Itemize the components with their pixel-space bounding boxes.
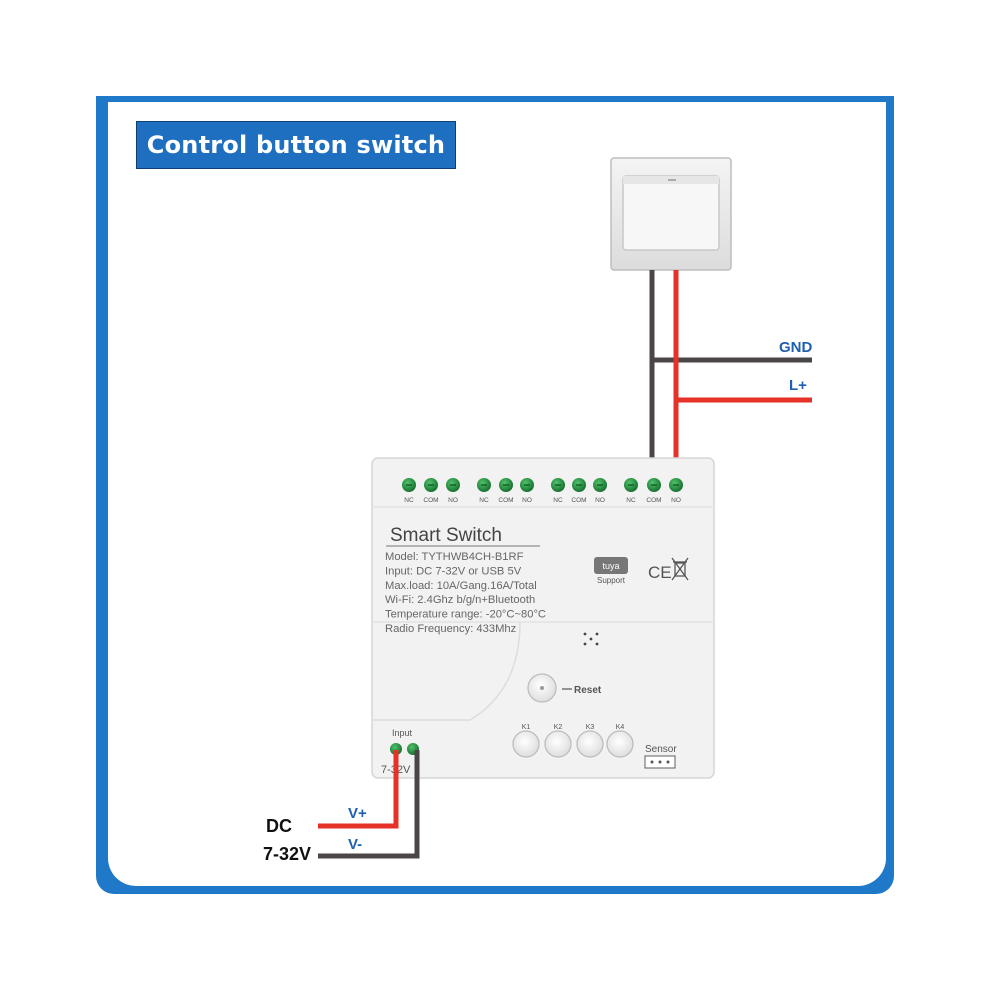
input-label: Input — [392, 728, 413, 738]
smart-switch-module — [371, 457, 715, 779]
relay-button-k1[interactable] — [512, 730, 540, 758]
spec-line: Wi-Fi: 2.4Ghz b/g/n+Bluetooth — [385, 594, 535, 606]
relay-button-k3[interactable] — [576, 730, 604, 758]
terminal-label: COM — [646, 497, 661, 504]
terminal-label: NO — [448, 497, 458, 504]
terminal-label: COM — [423, 497, 438, 504]
relay-button-k2[interactable] — [544, 730, 572, 758]
terminal-label: NO — [595, 497, 605, 504]
relay-terminals: NC COM NO NC COM NO NC COM NO NC COM NO — [402, 478, 683, 504]
vminus-label: V- — [348, 836, 362, 853]
tuya-logo: tuya — [602, 561, 619, 571]
terminal-label: COM — [571, 497, 586, 504]
terminal-label: COM — [498, 497, 513, 504]
dc-label: DC — [266, 816, 292, 836]
lplus-label: L+ — [789, 377, 807, 394]
relay-button-label: K1 — [522, 724, 531, 731]
weee-bin-icon — [671, 557, 689, 581]
device-name: Smart Switch — [390, 525, 502, 546]
reset-label: Reset — [574, 685, 602, 696]
dc-input-wires — [318, 750, 420, 859]
spec-line: Radio Frequency: 433Mhz — [385, 623, 517, 635]
terminal-label: NC — [404, 497, 414, 504]
sensor-label: Sensor — [645, 744, 677, 755]
vplus-label: V+ — [348, 805, 367, 822]
ce-mark: CE — [648, 563, 672, 582]
reset-button[interactable] — [527, 673, 557, 703]
terminal-label: NC — [479, 497, 489, 504]
diagram-title: Control button switch — [136, 121, 456, 169]
dc-voltage-label: 7-32V — [263, 844, 311, 864]
spec-list: Model: TYTHWB4CH-B1RF Input: DC 7-32V or … — [385, 551, 546, 635]
switch-wires — [649, 270, 812, 485]
tuya-badge: tuya Support — [594, 557, 628, 585]
spec-line: Temperature range: -20°C~80°C — [385, 609, 546, 621]
relay-button-label: K2 — [554, 724, 563, 731]
relay-button-k4[interactable] — [606, 730, 634, 758]
tuya-support-text: Support — [597, 576, 626, 585]
relay-button-label: K3 — [586, 724, 595, 731]
terminal-label: NC — [553, 497, 563, 504]
gnd-label: GND — [779, 339, 813, 356]
terminal-label: NC — [626, 497, 636, 504]
terminal-label: NO — [671, 497, 681, 504]
wall-switch — [610, 157, 732, 271]
spec-line: Input: DC 7-32V or USB 5V — [385, 565, 522, 577]
spec-line: Max.load: 10A/Gang.16A/Total — [385, 580, 537, 592]
microphone-holes — [583, 632, 599, 646]
relay-buttons: K1 K2 K3 K4 — [512, 724, 634, 758]
spec-line: Model: TYTHWB4CH-B1RF — [385, 551, 524, 563]
terminal-label: NO — [522, 497, 532, 504]
sensor-port[interactable] — [644, 755, 676, 769]
relay-button-label: K4 — [616, 724, 625, 731]
